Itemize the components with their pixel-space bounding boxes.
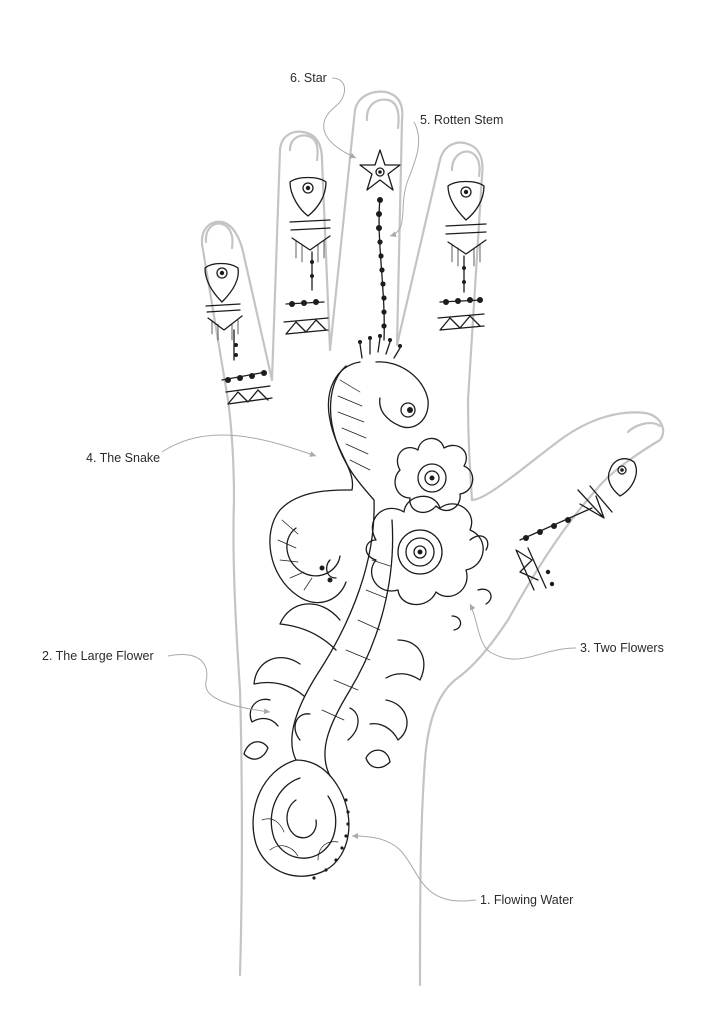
- leader-large-flower: [167, 654, 271, 715]
- fingernail-middle: [288, 134, 319, 162]
- snake-motif: [269, 334, 429, 604]
- label-large-flower: 2. The Large Flower: [42, 649, 154, 663]
- leader-two-flowers: [469, 603, 577, 660]
- large-flower-motif: [243, 499, 425, 777]
- finger-pattern-1: [204, 262, 273, 405]
- leader-lines: [161, 77, 577, 902]
- label-two-flowers: 3. Two Flowers: [580, 641, 664, 655]
- thumbnail: [626, 422, 662, 434]
- thumb-pattern: [515, 458, 637, 591]
- finger-pattern-4: [437, 180, 487, 331]
- rotten-stem-motif: [376, 197, 387, 341]
- hand-outline: [200, 90, 665, 987]
- label-flowing-water: 1. Flowing Water: [480, 893, 573, 907]
- finger-pattern-2: [283, 176, 331, 335]
- labels: 6. Star 5. Rotten Stem 4. The Snake 2. T…: [42, 71, 664, 907]
- fingernail-ring: [365, 98, 400, 130]
- two-flowers-motif: [365, 437, 492, 631]
- flowing-water-motif: [252, 759, 350, 880]
- lower-flower: [365, 495, 484, 606]
- finger-patterns: [204, 176, 487, 405]
- hand-silhouette: [200, 90, 665, 987]
- label-star: 6. Star: [290, 71, 327, 85]
- upper-flower: [394, 437, 474, 514]
- leader-flowing-water: [351, 833, 477, 902]
- label-snake: 4. The Snake: [86, 451, 160, 465]
- leader-star: [323, 77, 357, 159]
- fingernail-pinky: [450, 150, 481, 178]
- fingernail-index: [204, 222, 234, 250]
- leader-snake: [161, 434, 317, 457]
- label-rotten-stem: 5. Rotten Stem: [420, 113, 503, 127]
- leader-rotten-stem: [389, 121, 420, 238]
- star-motif: [359, 149, 401, 191]
